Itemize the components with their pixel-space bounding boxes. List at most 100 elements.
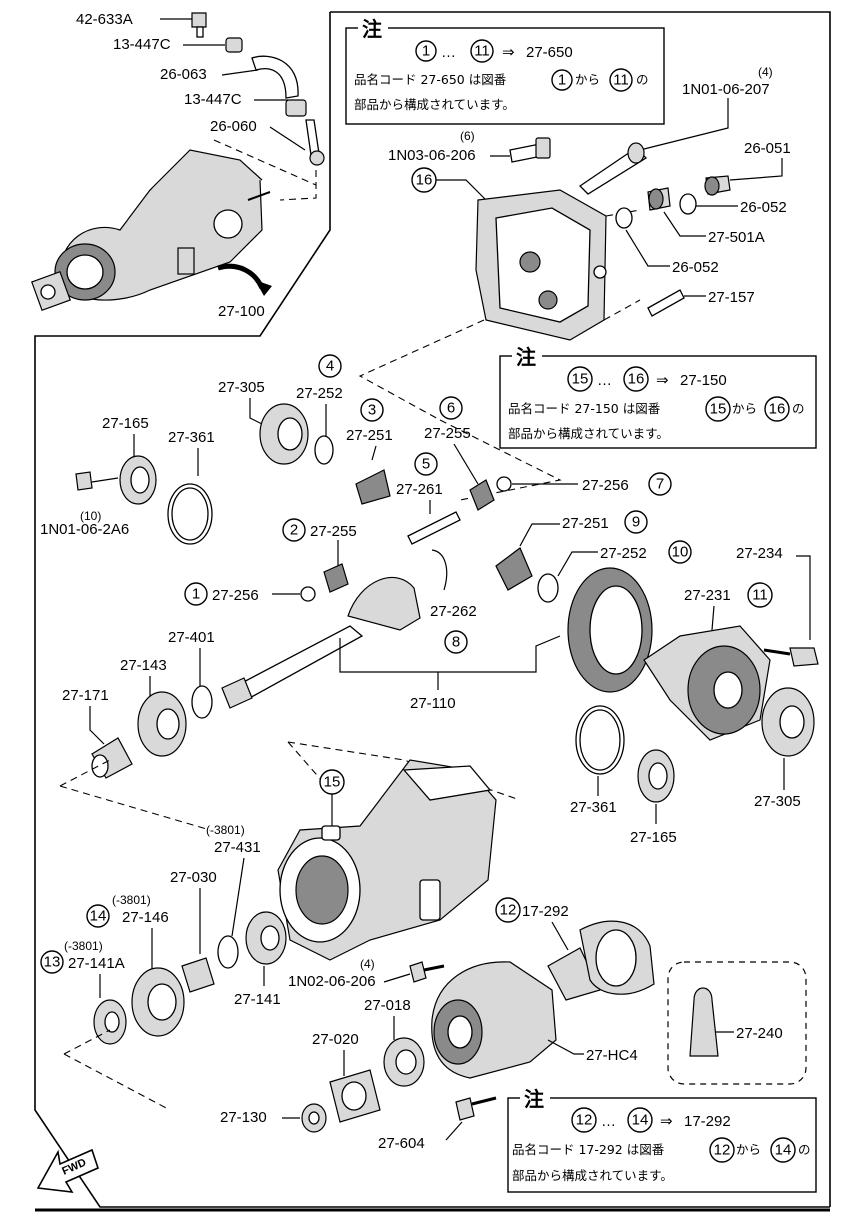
label-27-HC4: 27-HC4 — [586, 1047, 638, 1064]
bolt-27-234 — [789, 647, 819, 667]
note-1-range-end: 11 — [474, 43, 490, 60]
bolt-1N02-06-206 — [409, 961, 427, 983]
note-box-3: 注 12 … 14 ⇒ 17-292 品名コード 17-292 は図番 12 か… — [507, 1084, 817, 1193]
note-1-heading: 注 — [362, 17, 382, 41]
label-27-171: 27-171 — [62, 687, 109, 704]
note-3-range-start: 12 — [576, 1112, 593, 1129]
pinion-bearing-group: (-3801) 27-431 27-030 27-141 (-3801) 14 … — [40, 823, 287, 1111]
note-2-line2-end: 16 — [769, 401, 786, 418]
label-27-262: 27-262 — [430, 603, 477, 620]
note-1-line2-prefix: 品名コード 27-650 は図番 — [354, 72, 507, 87]
label-27-165-left: 27-165 — [102, 415, 149, 432]
gasket-26-052-a — [679, 193, 697, 215]
callout-9: 9 — [632, 514, 640, 531]
label-27-401: 27-401 — [168, 629, 215, 646]
note-1-range-start: 1 — [422, 43, 430, 60]
washer-27-256-right — [496, 476, 512, 492]
label-27-361-right: 27-361 — [570, 799, 617, 816]
note-2-range-start: 15 — [572, 371, 589, 388]
label-27-110: 27-110 — [410, 695, 456, 712]
note-3-line2-suffix: の — [798, 1142, 811, 1157]
carrier-housing-15: 15 — [277, 741, 521, 961]
label-26-052-a: 26-052 — [740, 199, 787, 216]
callout-8: 8 — [452, 634, 460, 651]
label-27-157: 27-157 — [708, 289, 755, 306]
callout-7: 7 — [656, 476, 664, 493]
callout-10: 10 — [672, 544, 689, 561]
side-gear-27-251-left — [355, 469, 391, 505]
callout-11: 11 — [752, 587, 768, 604]
label-26-060: 26-060 — [210, 118, 257, 135]
pinion-27-255-upper — [469, 479, 495, 511]
frame-border — [34, 11, 831, 1212]
callout-1: 1 — [192, 586, 200, 603]
label-17-292: 17-292 — [522, 903, 569, 920]
collapsible-spacer-27-030 — [181, 957, 215, 993]
callout-16: 16 — [416, 172, 433, 189]
label-27-261: 27-261 — [396, 481, 443, 498]
note-3-line2-end: 14 — [775, 1142, 792, 1159]
bolt-1N01-06-2A6 — [75, 471, 93, 491]
callout-4: 4 — [326, 358, 334, 375]
differential-assembly-small: 27-100 — [31, 149, 272, 320]
label-27-141: 27-141 — [234, 991, 281, 1008]
note-1-line2-end: 11 — [613, 72, 629, 89]
guide-dash-cover — [358, 319, 485, 421]
label-27-251-right: 27-251 — [562, 515, 609, 532]
label-1N01-06-2A6-qty: (10) — [80, 509, 101, 523]
rear-cover-group: (4) 1N01-06-207 (6) 1N03-06-206 16 26-05… — [388, 65, 791, 341]
forward-arrow-icon: FWD — [36, 1148, 99, 1193]
note-1-line2-mid: から — [575, 72, 600, 87]
label-26-052-b: 26-052 — [672, 259, 719, 276]
label-27-305-left: 27-305 — [218, 379, 265, 396]
label-27-305-right: 27-305 — [754, 793, 801, 810]
label-27-020: 27-020 — [312, 1031, 359, 1048]
note-1-line3: 部品から構成されています。 — [354, 97, 515, 112]
label-13-447C-top: 13-447C — [113, 36, 171, 53]
note-2-line2-suffix: の — [792, 401, 805, 416]
note-2-line2-prefix: 品名コード 27-150 は図番 — [508, 401, 661, 416]
note-2-line2-mid: から — [732, 401, 757, 416]
label-27-141A-note: (-3801) — [64, 939, 103, 953]
label-27-143: 27-143 — [120, 657, 167, 674]
spacer-27-401 — [191, 685, 213, 719]
output-joint-group: 12 17-292 (4) 1N02-06-206 27-HC4 27-018 … — [220, 897, 655, 1152]
note-2-heading: 注 — [516, 345, 536, 369]
breather-plug — [191, 12, 207, 28]
label-1N01-06-2A6: 1N01-06-2A6 — [40, 521, 129, 538]
label-1N03-06-206-qty: (6) — [460, 129, 475, 143]
callout-13: 13 — [44, 954, 61, 971]
hose-clamp-top — [225, 37, 243, 53]
washer-27-256-left — [300, 586, 316, 602]
drive-pinion-gear — [347, 577, 421, 631]
note-box-2: 注 15 … 16 ⇒ 27-150 品名コード 27-150 は図番 15 か… — [499, 342, 817, 449]
note-2-target: 27-150 — [680, 372, 727, 389]
pinion-27-255-lower — [323, 563, 349, 593]
breather-hose-group: 42-633A 13-447C 26-063 13-447C 26-060 — [76, 11, 325, 201]
drive-pinion-shaft — [235, 625, 364, 701]
gasket-26-052-b — [615, 207, 633, 229]
label-27-501A: 27-501A — [708, 229, 765, 246]
right-side-seals: 27-361 27-165 27-305 — [570, 687, 815, 846]
note-1-ellipsis: … — [441, 44, 456, 61]
note-2-line3: 部品から構成されています。 — [508, 426, 669, 441]
guide-dash-gears — [439, 419, 562, 501]
note-3-line2-start: 12 — [714, 1142, 731, 1159]
label-27-240: 27-240 — [736, 1025, 783, 1042]
label-27-141A: 27-141A — [68, 955, 125, 972]
note-2-ellipsis: … — [597, 372, 612, 389]
callout-14: 14 — [90, 908, 107, 925]
callout-15: 15 — [324, 774, 341, 791]
note-box-1: 注 1 … 11 ⇒ 27-650 品名コード 27-650 は図番 1 から … — [345, 14, 665, 125]
sealant-tube-27-240 — [689, 987, 719, 1057]
label-27-231: 27-231 — [684, 587, 731, 604]
note-1-line2-start: 1 — [558, 72, 566, 89]
note-1-arrow: ⇒ — [502, 44, 515, 61]
note-3-line2-mid: から — [736, 1142, 761, 1157]
label-26-051: 26-051 — [744, 140, 791, 157]
callout-2: 2 — [290, 522, 298, 539]
label-27-255-upper: 27-255 — [424, 425, 471, 442]
label-27-431: 27-431 — [214, 839, 261, 856]
label-27-146: 27-146 — [122, 909, 169, 926]
